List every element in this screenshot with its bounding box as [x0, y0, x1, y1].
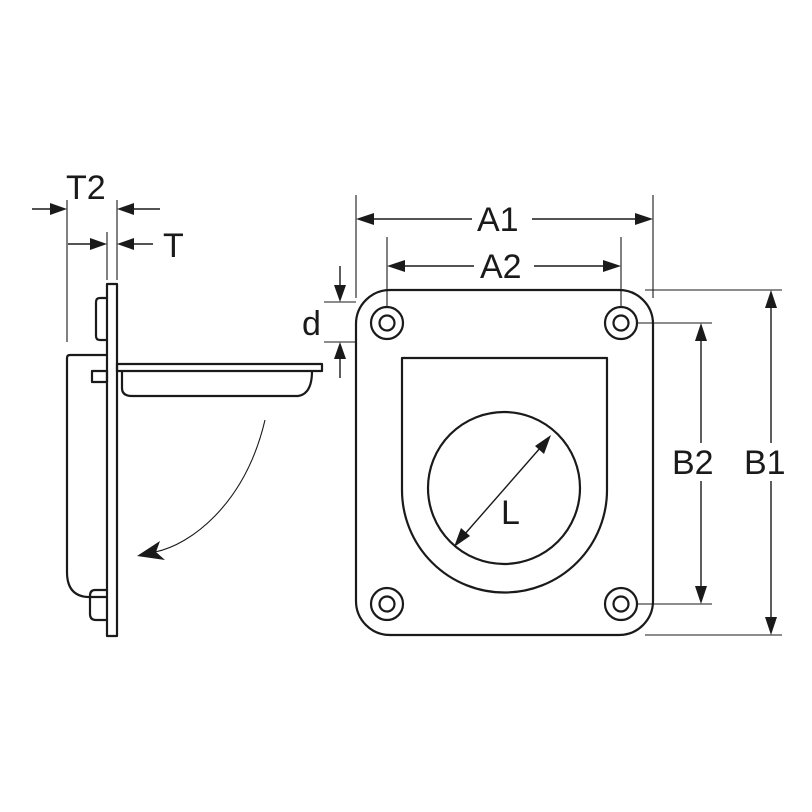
t-arrow-right [117, 238, 134, 250]
l-dimension-line [463, 446, 542, 536]
t2-label: T2 [66, 169, 106, 207]
mounting-hole-bottom-left [369, 586, 405, 622]
side-view-upper-flange [94, 296, 107, 342]
b2-label: B2 [672, 444, 714, 482]
t2-arrow-right [117, 203, 134, 215]
d-arrow-top [334, 285, 346, 302]
b1-arrow-top [765, 290, 777, 308]
a2-label: A2 [480, 248, 522, 286]
side-view-housing [65, 353, 107, 599]
a1-label: A1 [477, 201, 519, 239]
l-label: L [501, 494, 520, 532]
mounting-hole-top-right [603, 305, 639, 341]
d-label: d [302, 305, 321, 343]
a2-arrow-right [603, 260, 621, 272]
a1-arrow-left [356, 213, 374, 225]
b1-label: B1 [744, 444, 786, 482]
side-view-plate [105, 282, 119, 638]
side-view-lower-flange [88, 588, 107, 622]
front-view: L A1 A2 B2 B1 [354, 195, 786, 637]
d-arrow-bottom [334, 342, 346, 359]
rotation-arc [154, 419, 266, 553]
l-arrow-bottom [454, 528, 470, 547]
b2-arrow-top [695, 323, 707, 341]
front-view-plate [354, 288, 655, 637]
a1-arrow-right [635, 213, 653, 225]
t2-arrow-left [50, 203, 67, 215]
mounting-hole-bottom-right [603, 586, 639, 622]
side-view-dish [120, 370, 314, 398]
b2-arrow-bottom [695, 586, 707, 604]
rotation-arrow-head [137, 541, 165, 560]
b1-arrow-bottom [765, 617, 777, 635]
t-label: T [163, 227, 184, 265]
mounting-hole-top-left [369, 305, 405, 341]
front-view-recess [400, 356, 609, 594]
side-view-handle [115, 362, 324, 373]
l-arrow-top [535, 435, 551, 454]
t-arrow-left [90, 238, 107, 250]
a2-arrow-left [387, 260, 405, 272]
side-view: T2 T d [32, 169, 356, 638]
side-view-hinge-pin [90, 369, 109, 384]
lift-ring [426, 410, 582, 566]
